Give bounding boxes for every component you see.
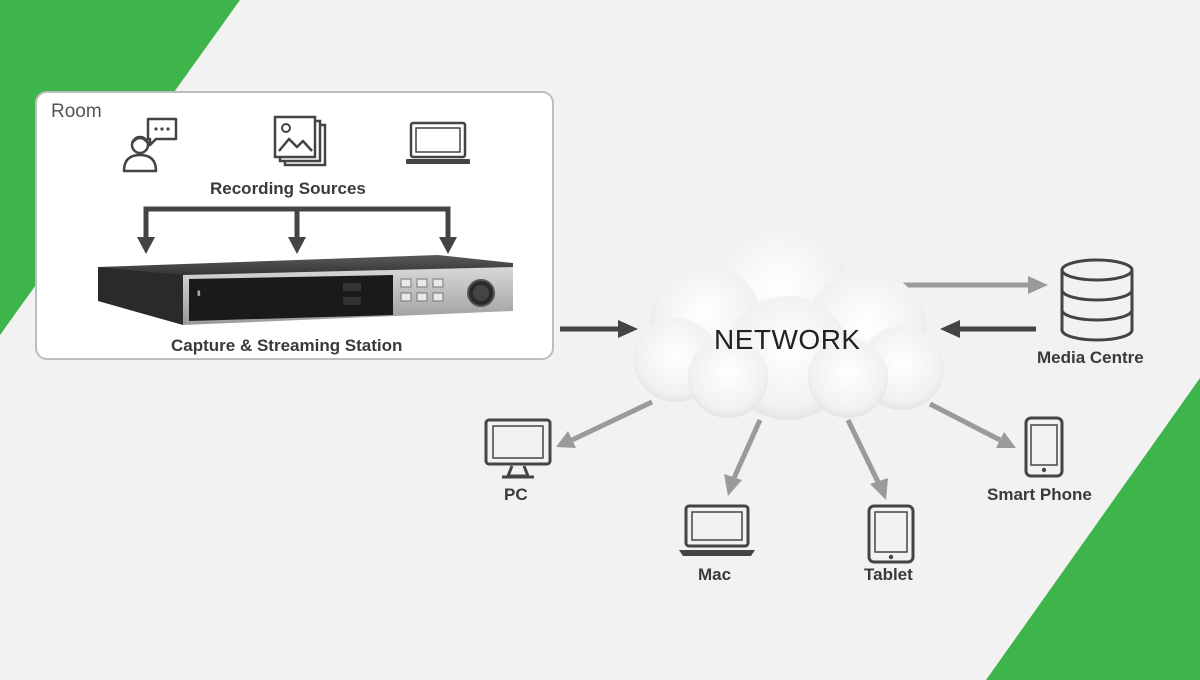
desktop-monitor-icon (484, 418, 552, 479)
network-cloud (634, 224, 944, 420)
mac-label: Mac (698, 565, 732, 584)
sources-to-station-arrows (137, 206, 457, 254)
tablet-icon (867, 504, 915, 564)
presenter-speech-icon (122, 117, 178, 173)
svg-text:▮: ▮ (197, 289, 201, 297)
database-icon (1060, 258, 1134, 342)
capture-station-label: Capture & Streaming Station (171, 336, 403, 355)
arrow-network-to-mac (731, 418, 763, 480)
room-panel: Room Recording Sources (35, 91, 554, 360)
tablet-label: Tablet (864, 565, 913, 584)
network-label: NETWORK (714, 324, 861, 355)
arrow-network-to-pc (570, 399, 654, 443)
green-corner-bottom-right (986, 378, 1200, 680)
capture-streaming-device: ▮ (98, 255, 513, 325)
smart-phone-label: Smart Phone (987, 485, 1092, 504)
arrow-network-to-tablet (845, 418, 881, 484)
laptop-icon (406, 121, 470, 164)
media-centre-label: Media Centre (1037, 348, 1144, 367)
arrow-network-to-smart-phone (928, 401, 1002, 443)
mac-laptop-icon (679, 504, 755, 556)
smartphone-icon (1024, 416, 1064, 478)
pc-label: PC (504, 485, 528, 504)
image-gallery-icon (273, 115, 327, 167)
recording-sources-label: Recording Sources (210, 179, 366, 198)
room-title: Room (51, 101, 102, 122)
